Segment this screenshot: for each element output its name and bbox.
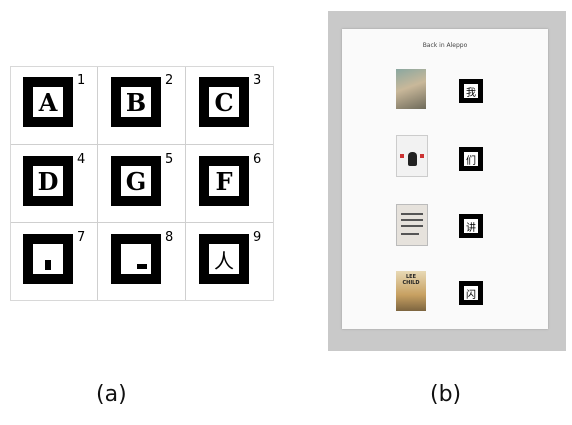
fiducial-marker xyxy=(23,234,73,284)
book-cover-image: LEE CHILD xyxy=(396,271,426,311)
marker-label: D xyxy=(33,166,63,196)
cell-number: 6 xyxy=(253,152,261,167)
paper-title: Back in Aleppo xyxy=(342,42,548,49)
cell-number: 9 xyxy=(253,230,261,245)
cell-number: 1 xyxy=(77,73,85,88)
fiducial-marker xyxy=(111,234,161,284)
marker-label: A xyxy=(33,87,63,117)
text-line xyxy=(401,219,423,221)
marker-label: 闪 xyxy=(464,286,478,300)
book-author-text: LEE CHILD xyxy=(398,274,424,286)
marker-label: 我 xyxy=(464,84,478,98)
grid-cell-9: 人 9 xyxy=(187,224,273,301)
text-line xyxy=(401,225,423,227)
grid-cell-2: B 2 xyxy=(99,67,185,144)
cell-number: 3 xyxy=(253,73,261,88)
cell-number: 5 xyxy=(165,152,173,167)
marker-label: C xyxy=(209,87,239,117)
grid-cell-7: 7 xyxy=(11,224,97,301)
fiducial-marker: 我 xyxy=(459,79,483,103)
fiducial-marker: F xyxy=(199,156,249,206)
book-cover-image xyxy=(396,69,426,109)
caption-a: (a) xyxy=(96,382,127,407)
grid-cell-3: C 3 xyxy=(187,67,273,144)
fiducial-marker: C xyxy=(199,77,249,127)
paper-sheet: Back in Aleppo LEE CHILD 我 们 讲 闪 xyxy=(342,29,548,329)
decoration xyxy=(420,154,424,158)
grid-divider xyxy=(97,67,98,300)
marker-pattern xyxy=(45,260,51,270)
marker-label: 们 xyxy=(464,152,478,166)
marker-label: 讲 xyxy=(464,219,478,233)
grid-divider xyxy=(185,67,186,300)
marker-label xyxy=(121,244,151,274)
fiducial-marker: 们 xyxy=(459,147,483,171)
fiducial-marker: 讲 xyxy=(459,214,483,238)
grid-cell-8: 8 xyxy=(99,224,185,301)
caption-b: (b) xyxy=(430,382,461,407)
grid-divider xyxy=(11,144,273,145)
grid-cell-1: A 1 xyxy=(11,67,97,144)
paper-photo-panel: Back in Aleppo LEE CHILD 我 们 讲 闪 xyxy=(328,11,566,351)
book-cover-image xyxy=(396,204,428,246)
fiducial-marker: B xyxy=(111,77,161,127)
text-line xyxy=(401,213,423,215)
book-cover-image xyxy=(396,135,428,177)
marker-grid-panel: A 1 B 2 C 3 D 4 G 5 F 6 xyxy=(10,66,274,301)
cell-number: 8 xyxy=(165,230,173,245)
grid-cell-4: D 4 xyxy=(11,146,97,223)
text-line xyxy=(401,233,419,235)
fiducial-marker: D xyxy=(23,156,73,206)
fiducial-marker: 闪 xyxy=(459,281,483,305)
marker-label: 人 xyxy=(209,244,239,274)
cell-number: 7 xyxy=(77,230,85,245)
fiducial-marker: 人 xyxy=(199,234,249,284)
cat-silhouette-icon xyxy=(408,152,417,166)
marker-pattern xyxy=(137,264,147,269)
marker-label: B xyxy=(121,87,151,117)
grid-cell-6: F 6 xyxy=(187,146,273,223)
fiducial-marker: G xyxy=(111,156,161,206)
fiducial-marker: A xyxy=(23,77,73,127)
marker-label: G xyxy=(121,166,151,196)
marker-label: F xyxy=(209,166,239,196)
decoration xyxy=(400,154,404,158)
cell-number: 4 xyxy=(77,152,85,167)
cell-number: 2 xyxy=(165,73,173,88)
grid-cell-5: G 5 xyxy=(99,146,185,223)
